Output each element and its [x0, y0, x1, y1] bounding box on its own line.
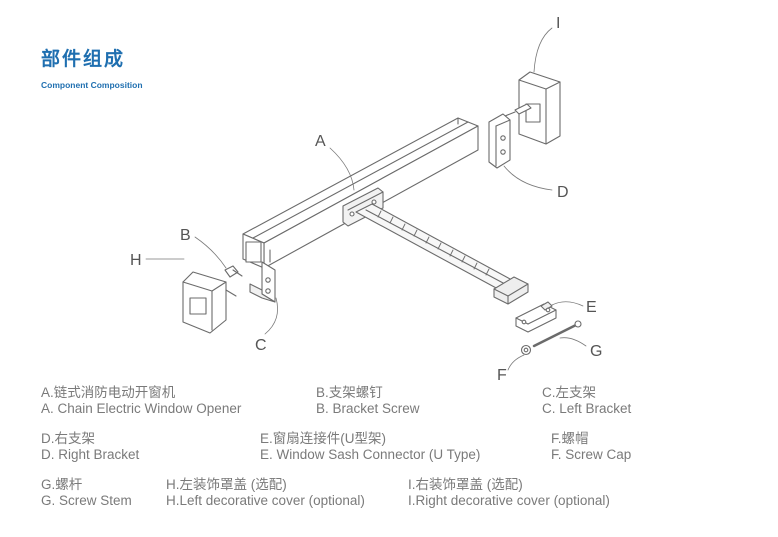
callout-d: D — [557, 184, 569, 201]
leader-lines — [145, 27, 587, 371]
legend-a-en: A. Chain Electric Window Opener — [41, 401, 242, 416]
legend-item-d: D.右支架 D. Right Bracket — [41, 431, 139, 463]
legend-f-cn: F.螺帽 — [551, 431, 589, 446]
window-opener-body — [242, 117, 479, 269]
legend-item-c: C.左支架 C. Left Bracket — [542, 385, 631, 417]
legend-item-h: H.左装饰罩盖 (选配) H.Left decorative cover (op… — [166, 477, 365, 509]
legend-g-en: G. Screw Stem — [41, 493, 132, 508]
legend-c-cn: C.左支架 — [542, 385, 596, 400]
chain-arm — [355, 203, 529, 305]
bracket-screw — [224, 265, 243, 278]
legend-b-en: B. Bracket Screw — [316, 401, 420, 416]
legend-item-b: B.支架螺钉 B. Bracket Screw — [316, 385, 420, 417]
callout-c: C — [255, 337, 267, 354]
callout-b: B — [180, 227, 191, 244]
legend-f-en: F. Screw Cap — [551, 447, 632, 462]
legend-i-cn: I.右装饰罩盖 (选配) — [408, 477, 523, 492]
callout-a: A — [315, 133, 326, 150]
legend-i-en: I.Right decorative cover (optional) — [408, 493, 610, 508]
legend-item-e: E.窗扇连接件(U型架) E. Window Sash Connector (U… — [260, 431, 480, 463]
legend-item-f: F.螺帽 F. Screw Cap — [551, 431, 631, 463]
legend-e-cn: E.窗扇连接件(U型架) — [260, 431, 386, 446]
legend-h-en: H.Left decorative cover (optional) — [166, 493, 365, 508]
left-decorative-cover — [182, 271, 237, 334]
legend-item-g: G.螺杆 G. Screw Stem — [41, 477, 132, 509]
screw-cap — [520, 344, 532, 356]
legend-b-cn: B.支架螺钉 — [316, 385, 383, 400]
callout-h: H — [130, 252, 142, 269]
left-bracket — [249, 261, 276, 303]
legend-c-en: C. Left Bracket — [542, 401, 632, 416]
right-bracket — [488, 113, 511, 169]
callout-i: I — [556, 15, 560, 32]
legend-h-cn: H.左装饰罩盖 (选配) — [166, 477, 287, 492]
callout-f: F — [497, 367, 507, 384]
legend-d-cn: D.右支架 — [41, 431, 95, 446]
window-sash-connector — [515, 301, 557, 333]
legend-e-en: E. Window Sash Connector (U Type) — [260, 447, 481, 462]
callout-e: E — [586, 299, 597, 316]
legend-item-i: I.右装饰罩盖 (选配) I.Right decorative cover (o… — [408, 477, 610, 509]
legend-d-en: D. Right Bracket — [41, 447, 140, 462]
page-title: 部件组成 — [41, 48, 126, 70]
page-subtitle: Component Composition — [41, 80, 143, 90]
legend-item-a: A.链式消防电动开窗机 A. Chain Electric Window Ope… — [41, 385, 241, 417]
right-decorative-cover — [504, 71, 561, 145]
screw-stem — [532, 320, 582, 348]
legend-g-cn: G.螺杆 — [41, 477, 83, 492]
callout-g: G — [590, 343, 602, 360]
legend-a-cn: A.链式消防电动开窗机 — [41, 385, 176, 400]
